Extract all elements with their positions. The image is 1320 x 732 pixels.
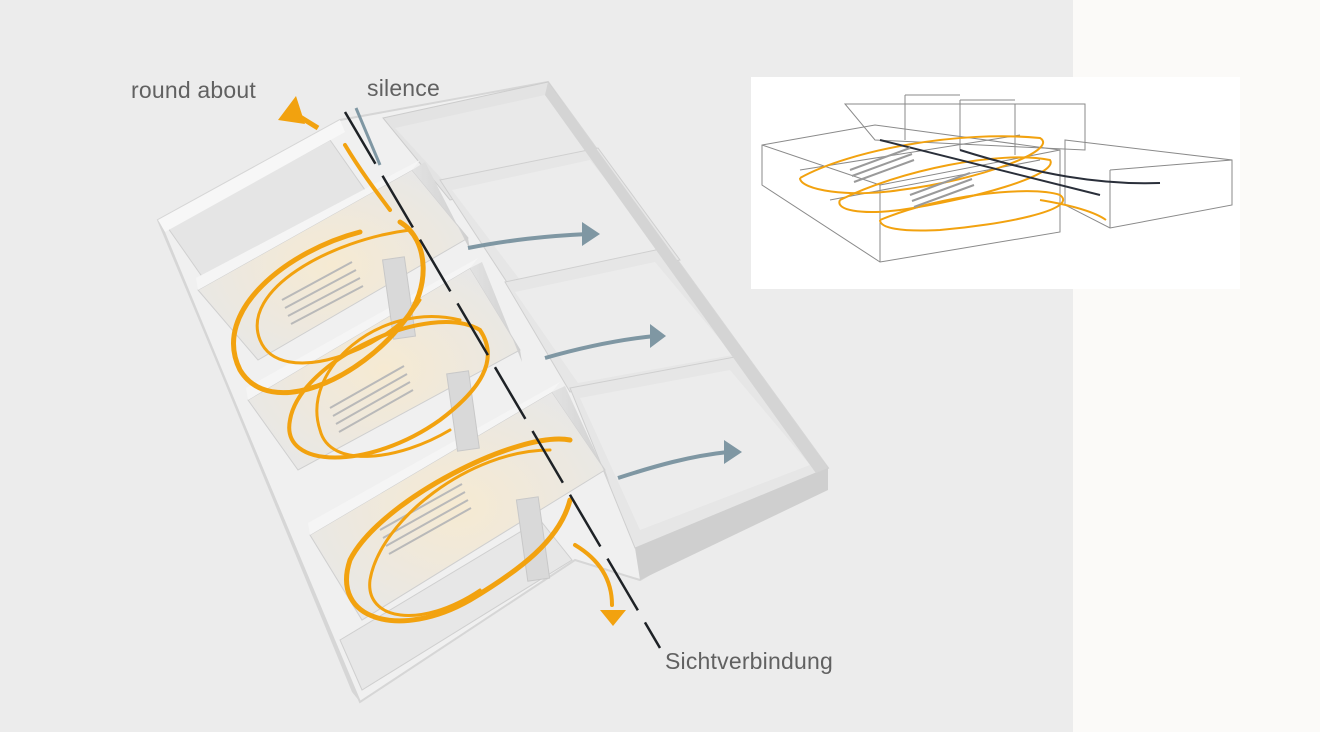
circulation-paths [231,143,614,624]
right-rooms [382,81,829,580]
stairs [281,261,472,555]
round-about-label: round about [131,77,256,103]
silence-line [354,107,382,166]
wireframe-stairs [849,147,975,208]
sightline [343,111,662,649]
wireframe-inset [751,77,1240,289]
path-arrow-down-icon [600,610,626,626]
inset-panel [751,77,1240,289]
view-arrows [467,232,729,480]
stair-room-1 [196,160,470,361]
wireframe-paths [799,135,1107,232]
building-model [156,80,830,704]
sichtverbindung-label: Sichtverbindung [665,648,833,674]
wireframe-sightlines [879,139,1161,196]
silence-label: silence [367,75,440,101]
view-arrow-icon [582,222,742,464]
